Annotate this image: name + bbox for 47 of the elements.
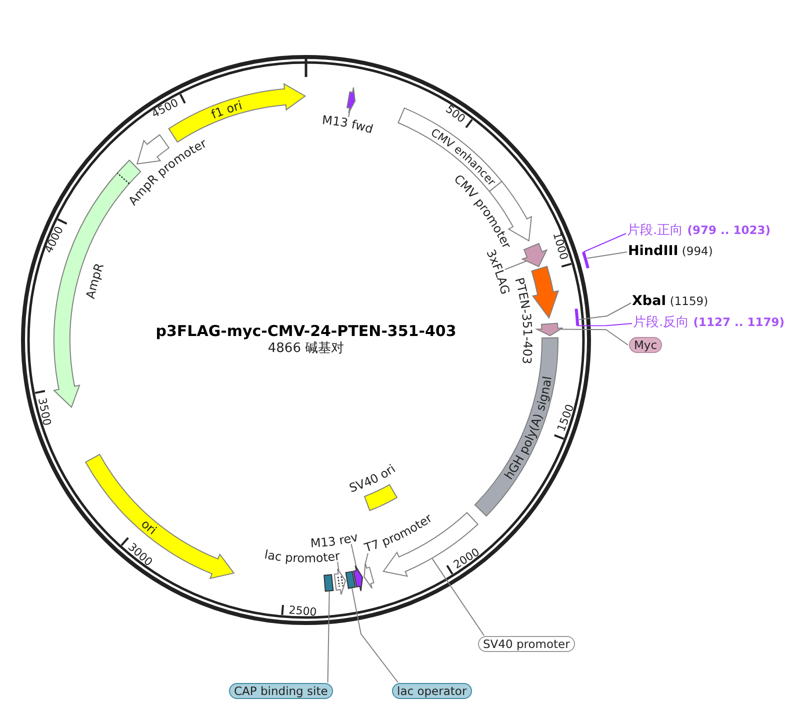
site-label: HindIII (994) bbox=[628, 243, 713, 259]
leader-line bbox=[586, 252, 628, 259]
tick-label: 3500 bbox=[35, 396, 54, 427]
feature-label: ori bbox=[138, 516, 160, 538]
plasmid-length: 4866 碱基对 bbox=[268, 342, 344, 355]
feature-callout: SV40 promoter bbox=[478, 636, 575, 652]
leader-line bbox=[577, 323, 632, 326]
leader-line bbox=[560, 328, 628, 346]
feature-label: M13 fwd bbox=[321, 112, 375, 136]
tick-label: 4000 bbox=[42, 224, 66, 256]
feature-segment bbox=[85, 454, 234, 579]
feature-label: lac promoter bbox=[263, 548, 341, 566]
leader-line bbox=[352, 588, 398, 683]
feature-segment bbox=[352, 565, 364, 592]
leader-line bbox=[327, 590, 330, 683]
feature-box bbox=[345, 570, 356, 589]
tick-label: 1500 bbox=[554, 402, 577, 434]
site-label: XbaI (1159) bbox=[632, 293, 708, 309]
feature-segment bbox=[522, 243, 548, 268]
tick-label: 500 bbox=[443, 102, 468, 126]
feature-segment bbox=[364, 562, 374, 589]
leader-line bbox=[432, 558, 484, 636]
leader-line bbox=[582, 233, 626, 252]
tick-label: 4500 bbox=[150, 96, 180, 120]
tick-label: 1000 bbox=[550, 230, 570, 262]
primer-label: 片段.反向 (1127 .. 1179) bbox=[633, 314, 785, 331]
leader-line bbox=[504, 260, 527, 270]
tick-label: 2500 bbox=[288, 603, 318, 619]
leader-line bbox=[578, 302, 632, 320]
feature-segment bbox=[346, 86, 356, 114]
leader-line bbox=[350, 544, 357, 568]
plasmid-title: p3FLAG-myc-CMV-24-PTEN-351-403 bbox=[156, 324, 456, 339]
feature-callout: lac operator bbox=[392, 683, 472, 699]
feature-segment bbox=[536, 322, 564, 336]
feature-label: M13 rev bbox=[310, 530, 360, 550]
feature-label: SV40 ori bbox=[348, 462, 398, 496]
feature-callout: CAP binding site bbox=[229, 683, 333, 699]
feature-box bbox=[324, 574, 334, 592]
leader-line bbox=[364, 552, 368, 566]
feature-segment bbox=[382, 512, 478, 577]
primer-bar bbox=[574, 308, 580, 326]
feature-segment bbox=[531, 266, 559, 318]
feature-callout: Myc bbox=[629, 337, 662, 353]
feature-segment bbox=[334, 568, 346, 596]
primer-bar bbox=[582, 252, 590, 268]
primer-label: 片段.正向 (979 .. 1023) bbox=[627, 222, 771, 239]
feature-label: f1 ori bbox=[209, 98, 244, 122]
